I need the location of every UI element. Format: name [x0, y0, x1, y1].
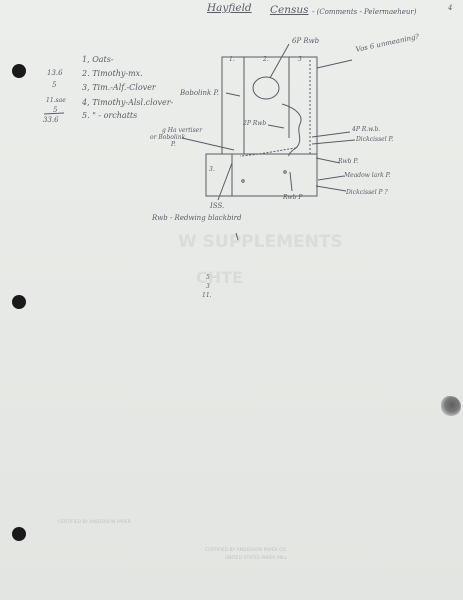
margin-figure-4: 5	[53, 106, 58, 114]
field-number-4: 3.	[209, 166, 215, 173]
page-number: 4	[448, 4, 453, 12]
crop-item-3: 3, Tim.-Alf.-Clover	[82, 83, 156, 92]
crop-label: Timothy-mx.	[92, 69, 143, 78]
faint-footer-1: CERTIFIED BY ANDERSON PAPER	[58, 520, 131, 525]
crop-label: " - orchatts	[92, 111, 138, 120]
label-right-4: Meadow lark P.	[344, 172, 391, 179]
binder-hole-bottom	[12, 527, 26, 541]
label-left-note-3: P.	[171, 141, 176, 148]
label-right-5: Dickcissel P ?	[346, 189, 388, 196]
crop-item-5: 5. " - orchatts	[82, 111, 137, 120]
crop-number: 1,	[82, 55, 90, 64]
label-bottom: Rwb P	[283, 194, 303, 201]
margin-figure-1: 13.6	[47, 69, 63, 77]
label-right-1: 4P R.w.b.	[352, 126, 381, 133]
label-mid: 2P Rwb	[243, 120, 267, 127]
margin-figure-5: 33.6	[43, 116, 59, 124]
field-number-2: 2.	[263, 56, 269, 63]
label-bobolink: Bobolink P.	[180, 89, 220, 97]
label-top: 6P Rwb	[292, 37, 320, 45]
ghost-text-1: W SUPPLEMENTS	[178, 232, 343, 252]
crop-number: 2.	[82, 69, 90, 78]
header-note: - (Comments - Pelermaeheur)	[312, 8, 417, 16]
crop-number: 5.	[82, 111, 90, 120]
crop-label: Tim.-Alf.-Clover	[92, 83, 156, 92]
ink-stain	[441, 396, 461, 416]
crop-label: Oats-	[92, 55, 114, 64]
binder-hole-top	[12, 64, 26, 78]
crop-item-4: 4, Timothy-Alsl.clover-	[82, 98, 173, 107]
crop-number: 4,	[82, 98, 90, 107]
faint-footer-3: UNITED STATES PAPER MILL	[225, 556, 288, 561]
margin-figure-3: 11.sae	[46, 97, 66, 104]
field-number-3: 3	[298, 56, 302, 63]
crop-item-1: 1, Oats-	[82, 55, 114, 64]
crop-item-2: 2. Timothy-mx.	[82, 69, 143, 78]
label-left-note-2: or Bobolink	[150, 134, 186, 141]
binder-hole-middle	[12, 295, 26, 309]
label-right-3: Rwb P.	[338, 158, 359, 165]
header-title: Hayfield	[207, 2, 252, 14]
scribble-3: 11.	[202, 292, 212, 299]
label-isb: ISS.	[210, 202, 225, 210]
field-number-1: 1.	[229, 56, 235, 63]
map-legend: Rwb - Redwing blackbird	[152, 214, 242, 222]
margin-figure-2: 5	[52, 81, 57, 89]
faint-footer-2: CERTIFIED BY ANDERSON PAPER CO.	[205, 548, 288, 553]
scribble-2: 3	[206, 283, 210, 290]
scribble-1: 5	[206, 274, 210, 281]
crop-number: 3,	[82, 83, 90, 92]
label-left-note-1: g Ha vertiser	[162, 127, 203, 134]
ghost-text-2: CHTE	[196, 268, 243, 287]
header-census: Census	[270, 4, 309, 16]
label-right-2: Dickcissel P.	[356, 136, 394, 143]
crop-label: Timothy-Alsl.clover-	[92, 98, 174, 107]
